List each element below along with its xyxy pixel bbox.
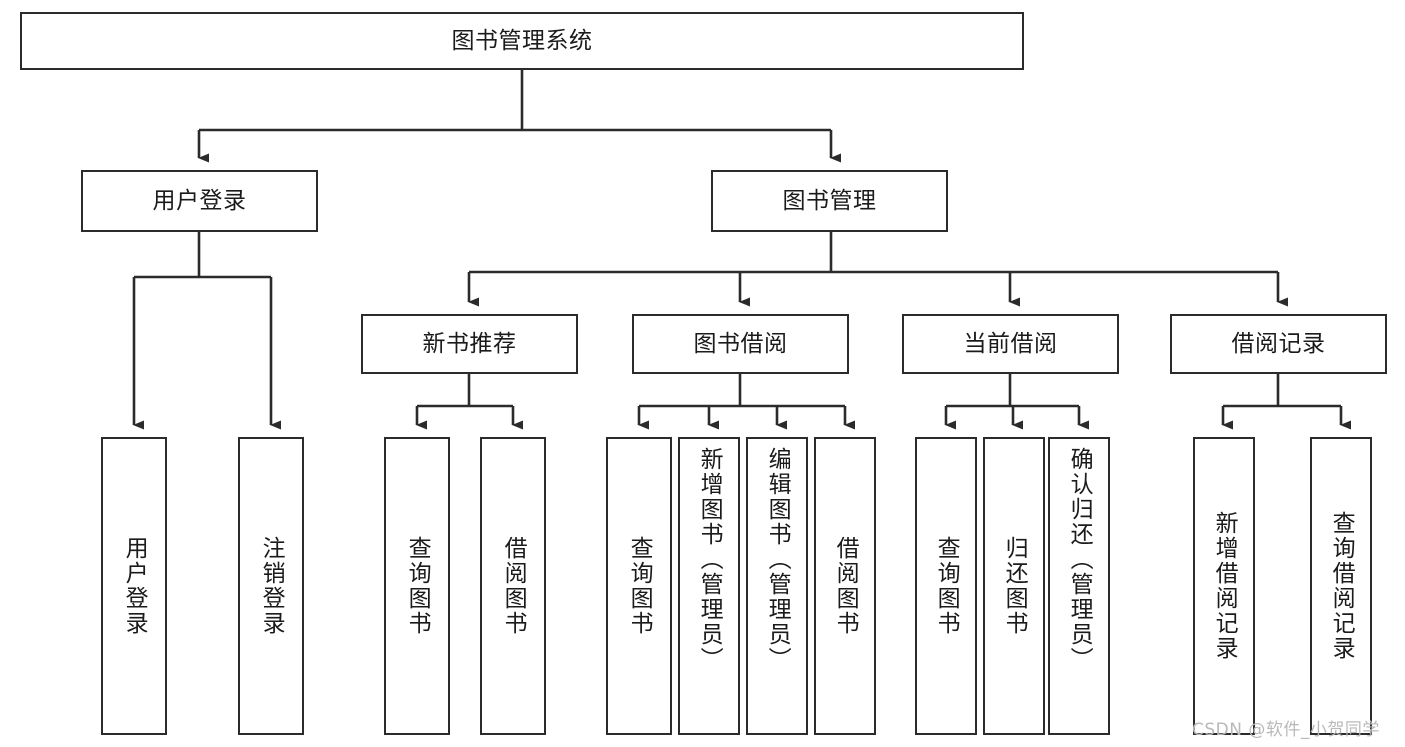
node-book-borrowing-label: 图书借阅 [693,330,788,357]
node-new-book-recommendation-label: 新书推荐 [422,330,517,357]
node-book-management-label: 图书管理 [782,187,877,214]
node-root[interactable]: 图书管理系统 [20,12,1024,70]
leaf-logout[interactable]: 注销登录 [238,437,304,735]
leaf-user-login[interactable]: 用户登录 [101,437,167,735]
leaf-add-borrow-record-label: 新增借阅记录 [1211,511,1238,661]
leaf-edit-book-admin-label: 编辑图书（管理员） [764,447,791,672]
leaf-add-borrow-record[interactable]: 新增借阅记录 [1193,437,1255,735]
leaf-recommend-query-book[interactable]: 查询图书 [384,437,450,735]
leaf-borrow-query-book[interactable]: 查询图书 [606,437,672,735]
leaf-add-book-admin[interactable]: 新增图书（管理员） [678,437,740,735]
leaf-logout-label: 注销登录 [258,536,285,636]
watermark: CSDN @软件_小贺同学 [1192,720,1380,740]
node-borrowing-records-label: 借阅记录 [1231,330,1326,357]
leaf-confirm-return-admin[interactable]: 确认归还（管理员） [1048,437,1110,735]
leaf-recommend-borrow-book[interactable]: 借阅图书 [480,437,546,735]
leaf-current-query-book-label: 查询图书 [933,536,960,636]
node-current-borrowing-label: 当前借阅 [963,330,1058,357]
node-current-borrowing[interactable]: 当前借阅 [902,314,1119,374]
node-user-login-label: 用户登录 [152,187,247,214]
leaf-confirm-return-admin-label: 确认归还（管理员） [1066,447,1093,672]
leaf-borrow-book-label: 借阅图书 [832,536,859,636]
node-new-book-recommendation[interactable]: 新书推荐 [361,314,578,374]
leaf-return-book-label: 归还图书 [1001,536,1028,636]
leaf-recommend-borrow-book-label: 借阅图书 [500,536,527,636]
leaf-edit-book-admin[interactable]: 编辑图书（管理员） [746,437,808,735]
node-borrowing-records[interactable]: 借阅记录 [1170,314,1387,374]
leaf-return-book[interactable]: 归还图书 [983,437,1045,735]
node-user-login[interactable]: 用户登录 [81,170,318,232]
leaf-query-borrow-record-label: 查询借阅记录 [1328,511,1355,661]
leaf-query-borrow-record[interactable]: 查询借阅记录 [1310,437,1372,735]
leaf-add-book-admin-label: 新增图书（管理员） [696,447,723,672]
node-root-label: 图书管理系统 [451,27,593,54]
leaf-recommend-query-book-label: 查询图书 [404,536,431,636]
node-book-management[interactable]: 图书管理 [711,170,948,232]
leaf-borrow-book[interactable]: 借阅图书 [814,437,876,735]
node-book-borrowing[interactable]: 图书借阅 [632,314,849,374]
leaf-user-login-label: 用户登录 [121,536,148,636]
leaf-borrow-query-book-label: 查询图书 [626,536,653,636]
leaf-current-query-book[interactable]: 查询图书 [915,437,977,735]
